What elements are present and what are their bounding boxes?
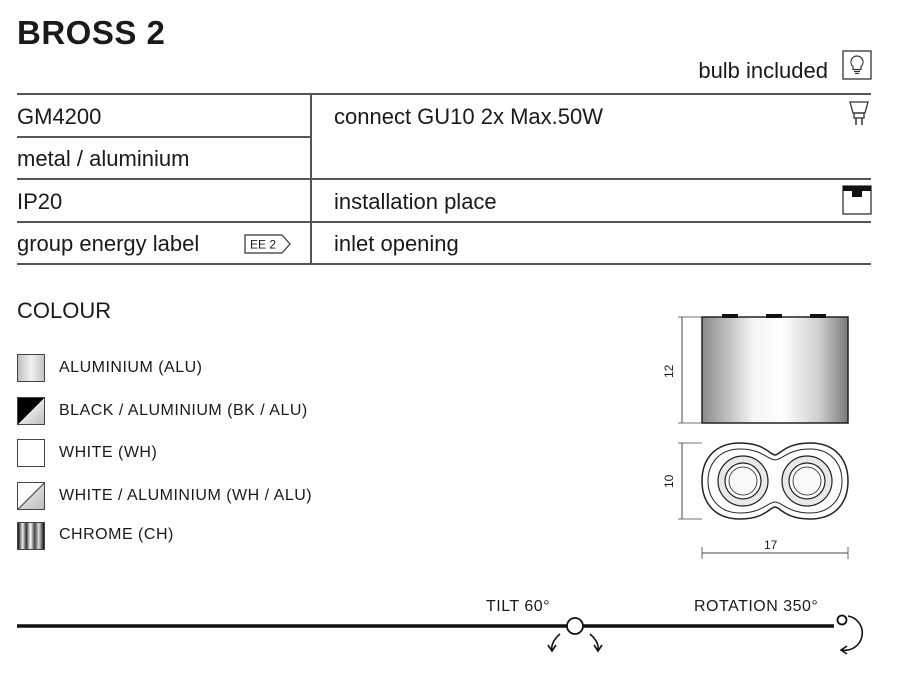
dimension-height: 12 [662, 364, 676, 378]
top-view [678, 442, 849, 559]
dimension-drawing [678, 314, 849, 559]
table-column-divider [310, 93, 312, 264]
spec-inlet: inlet opening [334, 231, 459, 256]
bulb-included-label: bulb included [698, 58, 828, 83]
tilt-arrows-icon [547, 617, 603, 653]
table-row-divider [17, 136, 311, 138]
colour-label-white: WHITE (WH) [59, 444, 158, 461]
colour-label-black-aluminium: BLACK / ALUMINIUM (BK / ALU) [59, 402, 308, 419]
tilt-label: TILT 60° [486, 598, 551, 615]
dimension-depth: 10 [662, 474, 676, 488]
energy-badge: EE 2 [244, 234, 291, 254]
table-row-divider [17, 178, 871, 180]
side-view [678, 314, 849, 424]
energy-badge-text: EE 2 [250, 238, 276, 252]
rotation-label: ROTATION 350° [694, 598, 819, 615]
colour-label-chrome: CHROME (CH) [59, 526, 174, 543]
colour-title: COLOUR [17, 298, 112, 323]
bulb-icon [842, 50, 872, 80]
rotation-arrow-icon [836, 614, 864, 655]
motion-bar [17, 614, 864, 655]
table-bottom-border [17, 263, 871, 265]
spec-energy-label: group energy label [17, 231, 200, 256]
spec-material: metal / aluminium [17, 146, 190, 171]
gu10-icon [849, 101, 869, 125]
installation-ceiling-icon [842, 185, 872, 215]
table-row-divider [17, 221, 871, 223]
spec-ip: IP20 [17, 189, 63, 214]
spec-connect: connect GU10 2x Max.50W [334, 104, 604, 129]
swatch-white [17, 439, 45, 467]
swatch-aluminium [17, 354, 45, 382]
colour-label-aluminium: ALUMINIUM (ALU) [59, 359, 203, 376]
swatch-black-aluminium [17, 397, 45, 425]
swatch-white-aluminium [17, 482, 45, 510]
product-title: BROSS 2 [17, 14, 166, 51]
colour-label-white-aluminium: WHITE / ALUMINIUM (WH / ALU) [59, 487, 313, 504]
spec-code: GM4200 [17, 104, 102, 129]
table-top-border [17, 93, 871, 95]
spec-installation: installation place [334, 189, 497, 214]
swatch-chrome [17, 522, 45, 550]
dimension-width: 17 [764, 538, 778, 552]
